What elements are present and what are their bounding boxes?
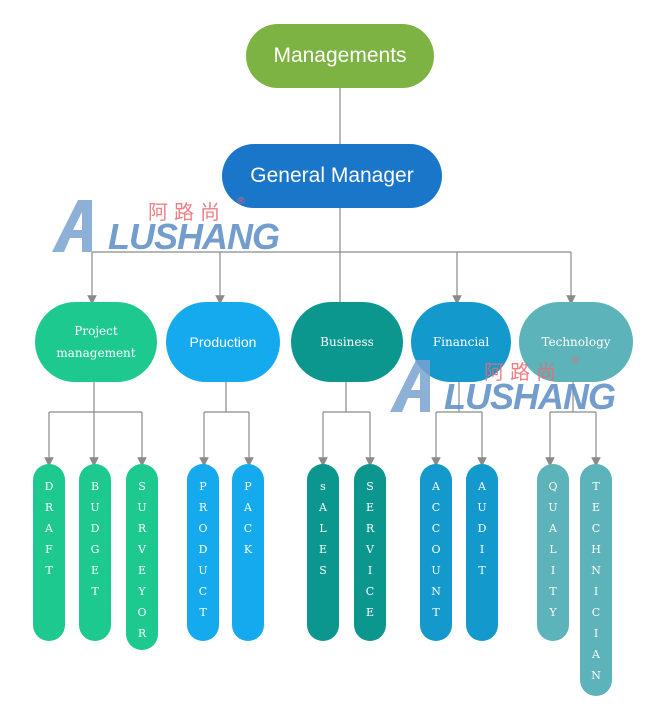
leaf-label: PRODUCT	[196, 480, 210, 627]
dept-financial: Financial	[411, 302, 511, 382]
leaf-label: BUDGET	[88, 480, 102, 606]
leaf-label: AUDIT	[475, 480, 489, 585]
leaf-product: PRODUCT	[187, 464, 219, 641]
dept-business: Business	[291, 302, 403, 382]
leaf-label: SERVICE	[363, 480, 377, 627]
leaf-label: DRAFT	[42, 480, 56, 585]
general-manager-node: General Manager	[222, 144, 442, 208]
leaf-pack: PACK	[232, 464, 264, 641]
leaf-label: PACK	[241, 480, 255, 564]
dept-label: Financial	[432, 335, 490, 349]
leaf-draft: DRAFT	[33, 464, 65, 641]
dept-label-line2: management	[56, 346, 136, 360]
managements-node: Managements	[246, 24, 434, 88]
leaf-label: sALES	[316, 480, 330, 585]
dept-technology: Technology	[519, 302, 633, 382]
leaf-sales: sALES	[307, 464, 339, 641]
leaf-quality: QUALITY	[537, 464, 569, 641]
dept-label: Technology	[541, 335, 611, 349]
managements-label: Managements	[273, 44, 407, 67]
dept-project-management: Project management	[35, 302, 157, 382]
general-manager-label: General Manager	[250, 164, 414, 187]
leaf-label: ACCOUNT	[429, 480, 443, 627]
leaf-audit: AUDIT	[466, 464, 498, 641]
leaf-technician: TECHNICIAN	[580, 464, 612, 696]
dept-production: Production	[166, 302, 280, 382]
leaf-surveyor: SURVEYOR	[126, 464, 158, 650]
dept-label: Business	[320, 335, 374, 349]
leaf-label: TECHNICIAN	[589, 480, 603, 690]
leaf-budget: BUDGET	[79, 464, 111, 641]
leaf-label: QUALITY	[546, 480, 560, 627]
dept-label-line1: Project	[74, 324, 118, 338]
leaf-service: SERVICE	[354, 464, 386, 641]
dept-label: Production	[189, 334, 257, 350]
leaf-account: ACCOUNT	[420, 464, 452, 641]
leaf-label: SURVEYOR	[135, 480, 149, 648]
